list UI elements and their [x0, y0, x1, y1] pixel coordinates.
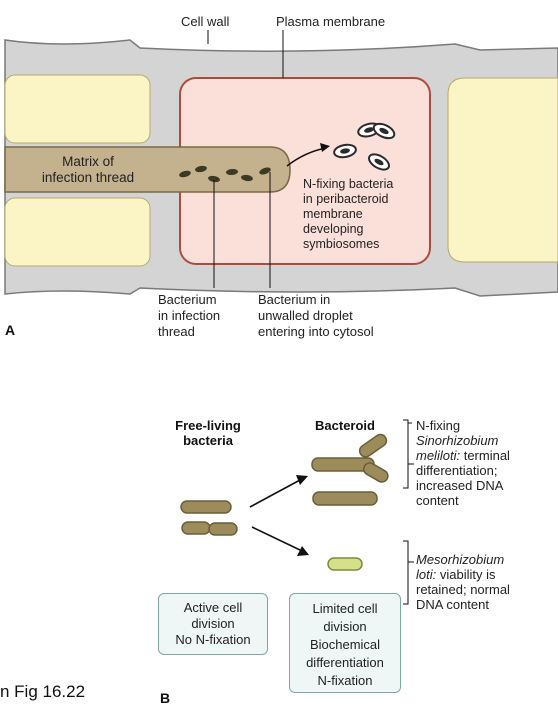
panel-a-letter: A	[5, 322, 16, 338]
header-free-living-line2: bacteria	[183, 433, 233, 448]
elongated-bacteroid	[312, 491, 378, 506]
free-living-bacteria	[180, 500, 238, 536]
label-bacterium-droplet-line3: entering into cytosol	[258, 324, 374, 339]
box-bacteroid: Limited cell division Biochemical differ…	[289, 593, 401, 693]
figure-caption: n Fig 16.22	[0, 682, 86, 701]
note-sinorhizobium-rest3: increased DNA	[416, 478, 504, 493]
box-free-living-line3: No N-fixation	[175, 632, 251, 647]
header-free-living-line1: Free-living	[175, 418, 241, 433]
box-bacteroid-line4: differentiation	[306, 655, 384, 670]
label-plasma-membrane: Plasma membrane	[276, 14, 386, 29]
left-upper-cell	[4, 74, 151, 144]
note-mesorhizobium-rest3: DNA content	[416, 597, 489, 612]
left-lower-cell	[4, 197, 151, 267]
bracket-mesorhizobium	[403, 540, 409, 605]
mesorhizobium-bacteroid	[327, 557, 363, 571]
label-bacterium-thread: Bacterium in infection thread	[158, 292, 220, 340]
note-sinorhizobium-species: meliloti:	[416, 448, 461, 463]
note-mesorhizobium-genus: Mesorhizobium	[416, 552, 505, 567]
bracket-sinorhizobium	[403, 419, 409, 489]
label-bacterium-thread-line2: in infection	[158, 308, 221, 323]
panel-b-letter: B	[160, 690, 171, 706]
label-n-fixing: N-fixing bacteria in peribacteroid membr…	[303, 177, 393, 252]
label-bacterium-droplet: Bacterium in unwalled droplet entering i…	[258, 292, 374, 340]
label-n-fixing-line1: N-fixing bacteria	[303, 177, 394, 191]
label-bacterium-droplet-line2: unwalled droplet	[258, 308, 353, 323]
arrowhead-sinorhizobium	[296, 475, 308, 485]
header-bacteroid: Bacteroid	[315, 418, 375, 433]
box-bacteroid-line3: Biochemical	[309, 637, 381, 652]
box-free-living: Active cell division No N-fixation	[158, 593, 268, 655]
note-sinorhizobium-rest4: content	[416, 493, 459, 508]
right-cell	[447, 77, 558, 263]
note-sinorhizobium-rest2: differentiation;	[416, 463, 498, 478]
label-cell-wall: Cell wall	[181, 14, 230, 29]
label-n-fixing-line5: symbiosomes	[303, 237, 380, 251]
box-bacteroid-line1: Limited cell	[312, 601, 378, 616]
note-sinorhizobium-line1: N-fixing	[416, 418, 461, 433]
label-bacterium-droplet-line1: Bacterium in	[258, 292, 331, 307]
branched-bacteroid	[311, 433, 389, 483]
label-bacterium-thread-line1: Bacterium	[158, 292, 217, 307]
note-sinorhizobium: N-fixing Sinorhizobium meliloti: termina…	[416, 418, 510, 508]
arrowhead-mesorhizobium	[297, 546, 309, 556]
label-matrix-line2: infection thread	[41, 170, 135, 185]
note-sinorhizobium-rest1: terminal	[463, 448, 510, 463]
note-mesorhizobium-species: loti:	[416, 567, 437, 582]
label-bacterium-thread-line3: thread	[158, 324, 195, 339]
note-mesorhizobium-rest1: viability is	[439, 567, 496, 582]
label-matrix-line1: Matrix of	[62, 154, 114, 169]
box-bacteroid-line2: division	[323, 619, 367, 634]
label-n-fixing-line3: membrane	[303, 207, 363, 221]
note-sinorhizobium-genus: Sinorhizobium	[416, 433, 499, 448]
arrow-to-mesorhizobium	[251, 526, 301, 551]
thread-bacteria	[179, 165, 271, 183]
symbiosomes	[333, 122, 396, 171]
note-mesorhizobium: Mesorhizobium loti: viability is retaine…	[416, 552, 510, 612]
header-free-living: Free-living bacteria	[158, 418, 258, 448]
box-free-living-line1: Active cell	[183, 600, 243, 615]
box-free-living-line2: division	[191, 616, 235, 631]
label-n-fixing-line4: developing	[303, 222, 364, 236]
arrow-to-sinorhizobium	[249, 479, 301, 508]
box-bacteroid-line5: N-fixation	[317, 673, 373, 688]
label-matrix: Matrix of infection thread	[28, 154, 148, 186]
label-n-fixing-line2: in peribacteroid	[303, 192, 389, 206]
entry-arrowhead	[320, 143, 330, 152]
note-mesorhizobium-rest2: retained; normal	[416, 582, 510, 597]
